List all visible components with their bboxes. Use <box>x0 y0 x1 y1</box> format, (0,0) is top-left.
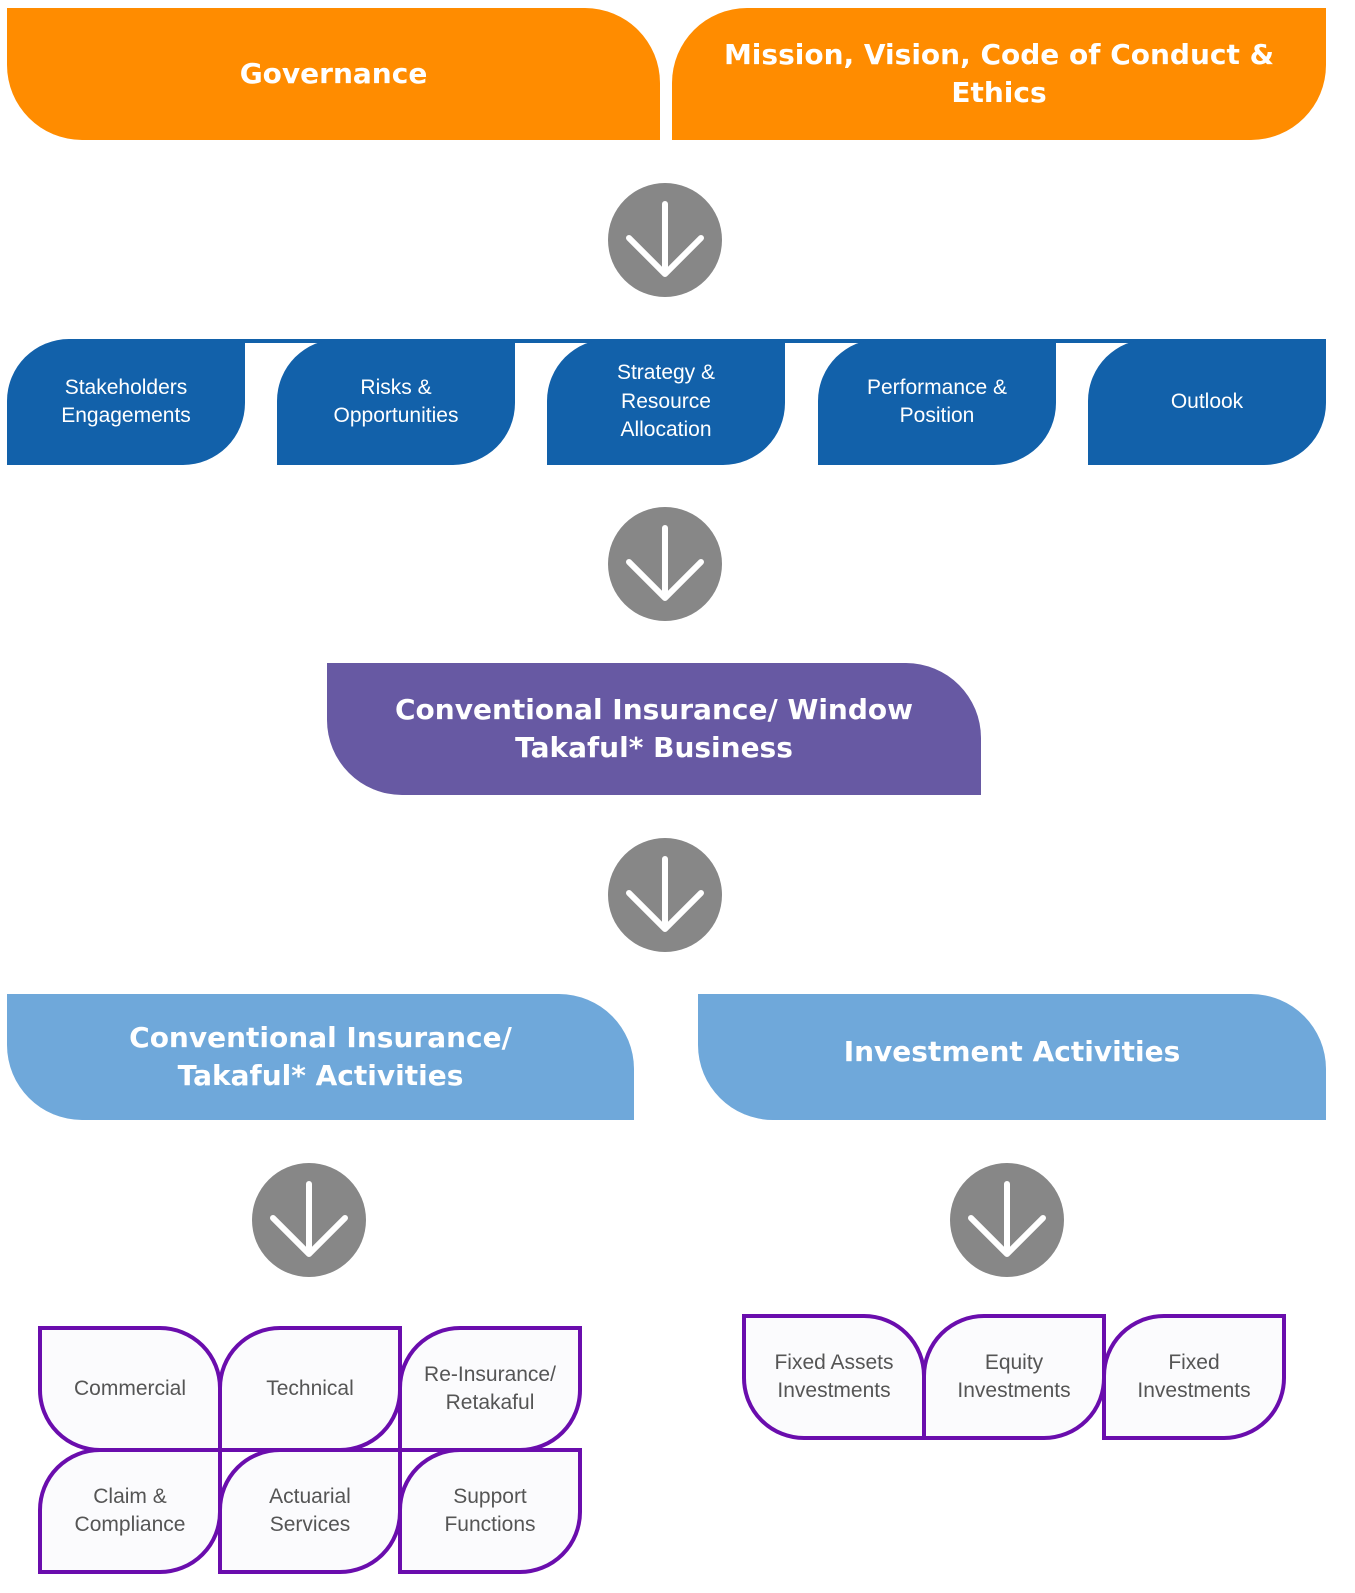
stakeholders-label: Stakeholders Engagements <box>61 375 191 427</box>
claim-label: Claim & Compliance <box>74 1484 186 1536</box>
claim-box: Claim & Compliance <box>38 1448 222 1574</box>
support-box: Support Functions <box>398 1448 582 1574</box>
mission-label: Mission, Vision, Code of Conduct & Ethic… <box>723 38 1275 109</box>
stakeholders-box: Stakeholders Engagements <box>7 339 245 465</box>
insurance-activities-box: Conventional Insurance/ Takaful* Activit… <box>7 994 634 1120</box>
fixed-assets-box: Fixed Assets Investments <box>742 1314 926 1440</box>
actuarial-box: Actuarial Services <box>218 1448 402 1574</box>
commercial-box: Commercial <box>38 1326 222 1452</box>
investment-activities-label: Investment Activities <box>843 1035 1181 1069</box>
strategy-label: Strategy & Resource Allocation <box>616 361 716 442</box>
business-box: Conventional Insurance/ Window Takaful* … <box>327 663 981 795</box>
arrow-down-circle-icon <box>251 1162 367 1278</box>
reinsurance-box: Re-Insurance/ Retakaful <box>398 1326 582 1452</box>
equity-box: Equity Investments <box>922 1314 1106 1440</box>
governance-box: Governance <box>7 8 660 140</box>
performance-box: Performance & Position <box>818 339 1056 465</box>
outlook-box: Outlook <box>1088 339 1326 465</box>
investment-activities-box: Investment Activities <box>698 994 1326 1120</box>
fixed-assets-label: Fixed Assets Investments <box>774 1350 894 1402</box>
fixed-investments-box: Fixed Investments <box>1102 1314 1286 1440</box>
actuarial-label: Actuarial Services <box>269 1484 351 1536</box>
support-label: Support Functions <box>444 1484 536 1536</box>
commercial-label: Commercial <box>73 1376 186 1400</box>
arrow-down-circle-icon <box>607 506 723 622</box>
technical-box: Technical <box>218 1326 402 1452</box>
outlook-label: Outlook <box>1170 389 1244 413</box>
arrow-down-circle-icon <box>607 182 723 298</box>
governance-label: Governance <box>239 57 428 91</box>
strategy-box: Strategy & Resource Allocation <box>547 339 785 465</box>
business-label: Conventional Insurance/ Window Takaful* … <box>395 693 913 764</box>
fixed-investments-label: Fixed Investments <box>1137 1350 1251 1402</box>
reinsurance-label: Re-Insurance/ Retakaful <box>424 1362 556 1414</box>
mission-box: Mission, Vision, Code of Conduct & Ethic… <box>672 8 1326 140</box>
technical-label: Technical <box>266 1376 354 1400</box>
risks-box: Risks & Opportunities <box>277 339 515 465</box>
arrow-down-circle-icon <box>607 837 723 953</box>
arrow-down-circle-icon <box>949 1162 1065 1278</box>
insurance-activities-label: Conventional Insurance/ Takaful* Activit… <box>129 1021 512 1092</box>
risks-label: Risks & Opportunities <box>333 375 459 427</box>
performance-label: Performance & Position <box>866 375 1008 427</box>
equity-label: Equity Investments <box>957 1350 1071 1402</box>
